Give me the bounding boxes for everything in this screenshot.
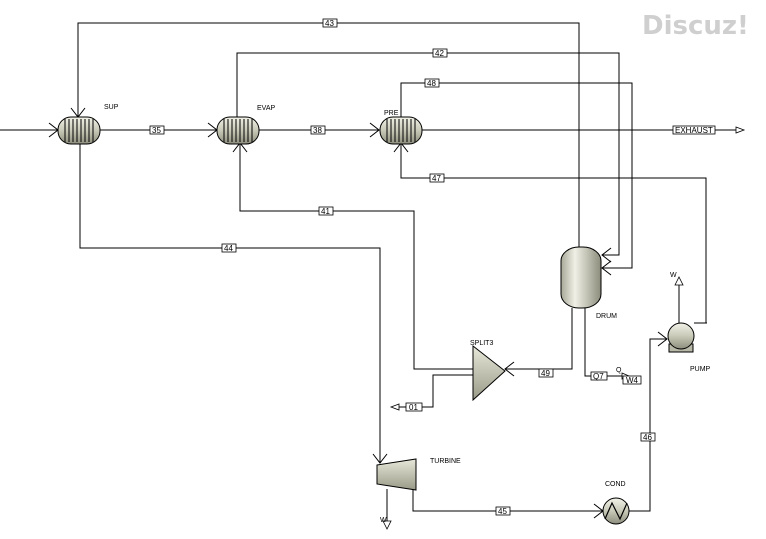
turbine-label: TURBINE: [430, 458, 461, 465]
split3-splitter[interactable]: [472, 344, 506, 402]
svg-text:EXHAUST: EXHAUST: [675, 126, 713, 135]
pump-label: PUMP: [690, 366, 711, 373]
tag-exhaust[interactable]: EXHAUST: [672, 125, 716, 135]
tag-47[interactable]: 47: [429, 173, 445, 183]
tag-01[interactable]: 01: [405, 402, 423, 412]
drum-label: DRUM: [596, 313, 617, 320]
drum-heat-label: Q: [616, 367, 622, 374]
stream-47[interactable]: [393, 142, 707, 323]
stream-44[interactable]: [79, 143, 388, 464]
stream-49[interactable]: [504, 308, 573, 377]
tag-43[interactable]: 43: [322, 18, 338, 28]
svg-text:35: 35: [152, 126, 161, 135]
svg-text:43: 43: [325, 19, 334, 28]
evap-heat-exchanger[interactable]: [216, 116, 260, 145]
tag-45[interactable]: 45: [495, 506, 511, 516]
tag-49[interactable]: 49: [538, 368, 554, 378]
svg-text:45: 45: [498, 507, 507, 516]
tag-48[interactable]: 48: [424, 78, 440, 88]
svg-text:42: 42: [435, 49, 444, 58]
sup-label: SUP: [104, 104, 119, 111]
pump-work-label: W: [670, 272, 677, 279]
tag-35[interactable]: 35: [149, 125, 165, 135]
evap-label: EVAP: [257, 105, 275, 112]
drum-vessel[interactable]: [560, 246, 602, 309]
sup-heat-exchanger[interactable]: [57, 116, 101, 145]
stream-01[interactable]: [389, 374, 473, 411]
split3-label: SPLIT3: [470, 340, 493, 347]
stream-w-turbine[interactable]: [382, 489, 392, 530]
stream-w-pump[interactable]: [674, 276, 684, 327]
pre-heat-exchanger[interactable]: [379, 116, 423, 145]
svg-text:48: 48: [427, 79, 436, 88]
cond-label: COND: [605, 481, 626, 488]
pump-unit[interactable]: [667, 322, 707, 353]
svg-text:41: 41: [321, 207, 330, 216]
stream-48[interactable]: [400, 82, 633, 276]
stream-42[interactable]: [236, 52, 620, 263]
tag-44[interactable]: 44: [221, 243, 237, 253]
stream-46[interactable]: [623, 331, 668, 512]
tag-42[interactable]: 42: [432, 48, 448, 58]
tag-38[interactable]: 38: [310, 125, 326, 135]
svg-text:47: 47: [432, 174, 441, 183]
cond-condenser[interactable]: [602, 497, 630, 525]
svg-text:38: 38: [313, 126, 322, 135]
tag-w4[interactable]: W4: [622, 375, 642, 385]
turbine-work-label: W: [380, 517, 387, 524]
svg-text:01: 01: [409, 403, 418, 412]
turbine-unit[interactable]: [376, 458, 417, 491]
tag-41[interactable]: 41: [318, 206, 334, 216]
svg-text:44: 44: [224, 244, 233, 253]
svg-text:46: 46: [643, 433, 652, 442]
tag-q7[interactable]: Q7: [590, 371, 608, 381]
watermark-text: Discuz!: [642, 11, 749, 41]
tag-46[interactable]: 46: [640, 432, 656, 442]
svg-text:W4: W4: [626, 376, 639, 385]
svg-text:49: 49: [541, 369, 550, 378]
stream-feed[interactable]: [0, 122, 59, 138]
svg-text:Q7: Q7: [593, 372, 604, 381]
pre-label: PRE: [384, 110, 399, 117]
